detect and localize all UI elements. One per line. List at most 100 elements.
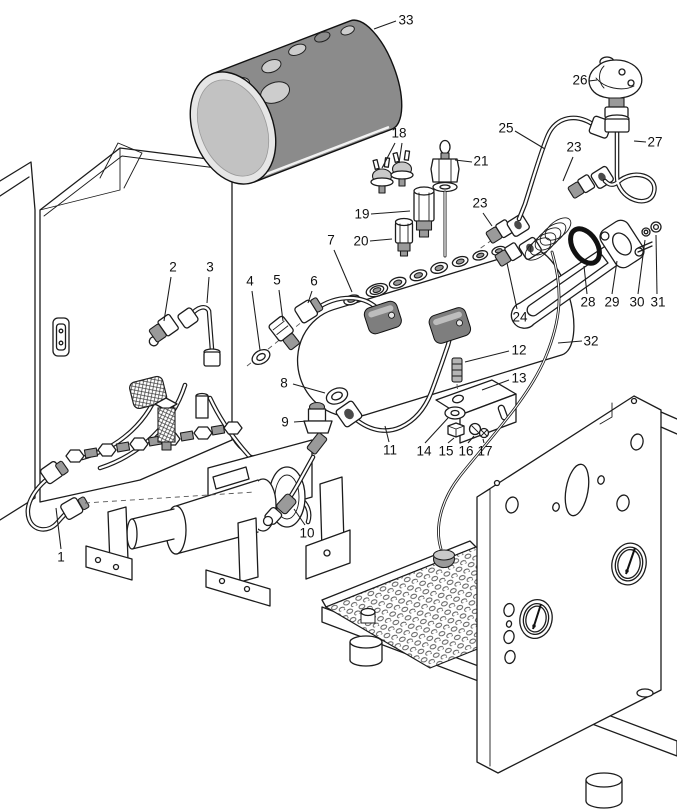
union-fitting — [428, 307, 472, 344]
boiler-top-fittings — [370, 139, 460, 258]
part-2-nipple — [148, 313, 179, 347]
part-10-elbow-pipe — [262, 454, 316, 527]
tank-fittings — [148, 305, 221, 367]
part-label-31: 31 — [650, 295, 665, 310]
leader-line-24 — [506, 262, 518, 310]
part-label-5: 5 — [273, 273, 281, 288]
part-label-21: 21 — [473, 154, 488, 169]
leader-line-16 — [467, 435, 475, 444]
leader-line-33 — [373, 20, 397, 30]
part-26-vacuum-valve — [588, 56, 643, 133]
leader-line-23 — [482, 212, 493, 227]
heating-element-group — [510, 217, 662, 329]
part-1-pipe — [25, 460, 256, 532]
part-label-4: 4 — [246, 274, 254, 289]
part-label-1: 1 — [57, 550, 65, 565]
leader-line-26 — [588, 79, 598, 82]
leader-line-30 — [637, 239, 646, 295]
part-21-level-probe — [430, 139, 460, 258]
part-label-9: 9 — [281, 415, 289, 430]
part-label-10: 10 — [299, 526, 314, 541]
leader-line-8 — [292, 383, 326, 394]
part-label-29: 29 — [604, 295, 619, 310]
machine-foot — [349, 635, 383, 667]
drain-stub — [360, 607, 376, 624]
leader-line-2 — [163, 276, 172, 322]
part-32-sensor-wire — [432, 250, 561, 569]
leader-line-27 — [633, 140, 647, 143]
part-6-nut — [294, 297, 324, 324]
leader-line-13 — [481, 379, 510, 391]
bracket-group — [435, 357, 517, 444]
part-label-7: 7 — [327, 233, 335, 248]
part-label-20: 20 — [353, 234, 368, 249]
part-label-26: 26 — [572, 73, 587, 88]
leader-line-15 — [447, 437, 455, 444]
leader-line-20 — [369, 238, 393, 242]
part-18-thermostat — [390, 150, 414, 187]
part-label-18: 18 — [391, 126, 406, 141]
part-15-nut — [447, 422, 465, 438]
pressure-gauge — [611, 542, 647, 586]
boiler-side-fittings — [477, 165, 614, 267]
part-label-24: 24 — [512, 310, 528, 325]
part-3-pipe — [177, 305, 221, 367]
part-label-2: 2 — [169, 260, 177, 275]
leader-line-11 — [384, 425, 390, 443]
part-label-11: 11 — [383, 443, 397, 458]
machine-foot-right — [585, 688, 654, 809]
insulation-jacket — [189, 19, 403, 185]
part-24-nipple — [494, 242, 523, 267]
mesh-filter — [129, 375, 168, 410]
part-label-16: 16 — [458, 444, 473, 459]
leader-line-12 — [464, 350, 510, 363]
leader-line-7 — [333, 249, 353, 293]
part-label-30: 30 — [629, 295, 644, 310]
machine-left-panel-edge — [0, 161, 36, 521]
part-label-14: 14 — [416, 444, 432, 459]
leader-line-23 — [562, 156, 574, 182]
part-label-33: 33 — [398, 13, 413, 28]
leader-line-25 — [514, 130, 546, 150]
part-label-32: 32 — [583, 334, 598, 349]
leader-line-31 — [655, 234, 658, 295]
part-label-6: 6 — [310, 274, 318, 289]
spring-valve — [158, 408, 175, 442]
leader-line-21 — [454, 159, 473, 163]
pipe-11-nut — [335, 400, 363, 428]
heat-exchanger-coil — [524, 217, 572, 261]
part-20-fitting — [394, 217, 414, 257]
part-label-13: 13 — [511, 371, 526, 386]
part-18-thermostat — [370, 157, 394, 194]
leader-line-6 — [307, 290, 313, 304]
part-label-25: 25 — [498, 121, 513, 136]
part-9-fitting — [303, 401, 333, 455]
leader-line-9 — [293, 420, 309, 423]
leader-line-1 — [55, 507, 62, 550]
part-label-15: 15 — [438, 444, 453, 459]
part-label-23: 23 — [566, 140, 581, 155]
leader-line-5 — [278, 289, 284, 322]
part-label-23: 23 — [472, 196, 487, 211]
leader-line-19 — [370, 210, 411, 215]
part-28-oring — [568, 226, 602, 266]
leader-line-32 — [557, 340, 583, 344]
leader-line-10 — [293, 508, 306, 526]
union-fitting — [363, 300, 402, 335]
upper-pipes — [516, 56, 657, 222]
leader-line-3 — [206, 276, 210, 304]
oval-cutout — [564, 463, 590, 517]
boiler-ports — [343, 245, 507, 306]
part-label-27: 27 — [647, 135, 662, 150]
part-19-fitting — [413, 186, 435, 238]
pump-manifold — [65, 392, 243, 463]
leader-line-18 — [398, 142, 403, 164]
part-5-fitting — [268, 315, 300, 351]
boiler-pipes — [246, 295, 472, 455]
part-23-nipple — [485, 219, 514, 244]
leader-line-14 — [424, 417, 449, 444]
part-29-element-flange — [599, 219, 645, 269]
